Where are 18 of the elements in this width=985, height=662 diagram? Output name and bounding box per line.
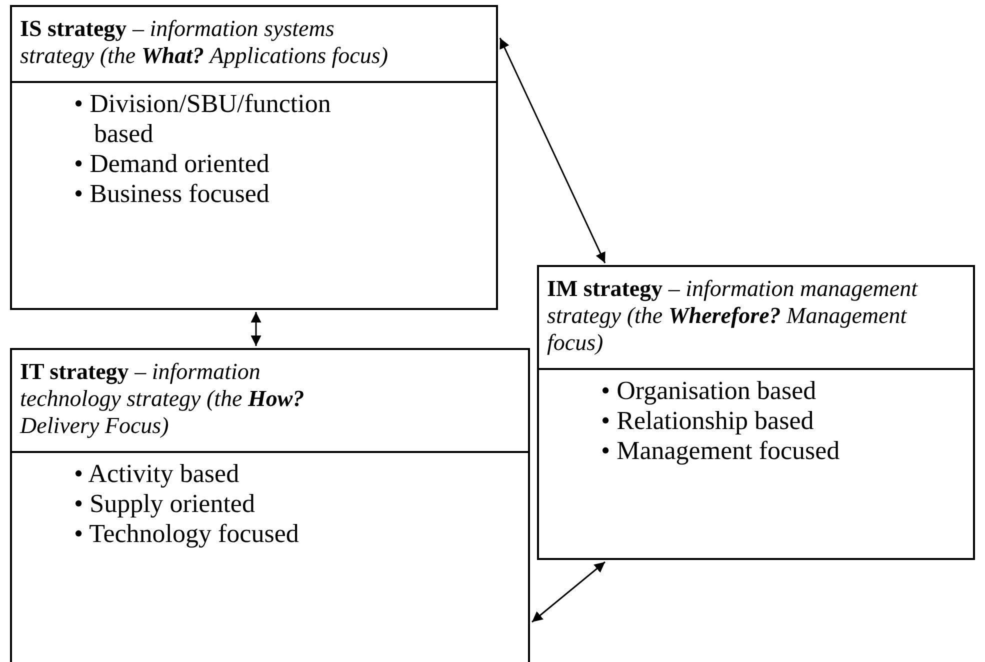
double-arrow [250,312,262,346]
heading-text: IT strategy – information technology strategy (the How? Delivery Focus) [12,350,528,453]
strategy-box [10,348,530,662]
double-arrow [499,38,606,264]
double-arrow [532,561,606,623]
bullet-item: • Activity based [74,459,240,489]
bullet-item: • Management focused [601,436,841,466]
strategy-box [10,5,498,310]
bullet-item: • Relationship based [601,406,815,436]
bullet-item: • Business focused [74,179,270,209]
heading-text: IM strategy – information management strategy (the Wherefore? Management focus) [539,267,973,370]
bullet-item: • Demand oriented [74,149,270,179]
bullet-item: • Supply oriented [74,489,256,519]
bullet-item: • Technology focused [74,519,300,549]
bullet-item: • Organisation based [601,376,818,406]
heading-text: IS strategy – information systems strategy (the What? Applications focus) [12,7,496,83]
bullet-item: • Division/SBU/function based [74,89,332,149]
strategy-box [537,265,975,560]
